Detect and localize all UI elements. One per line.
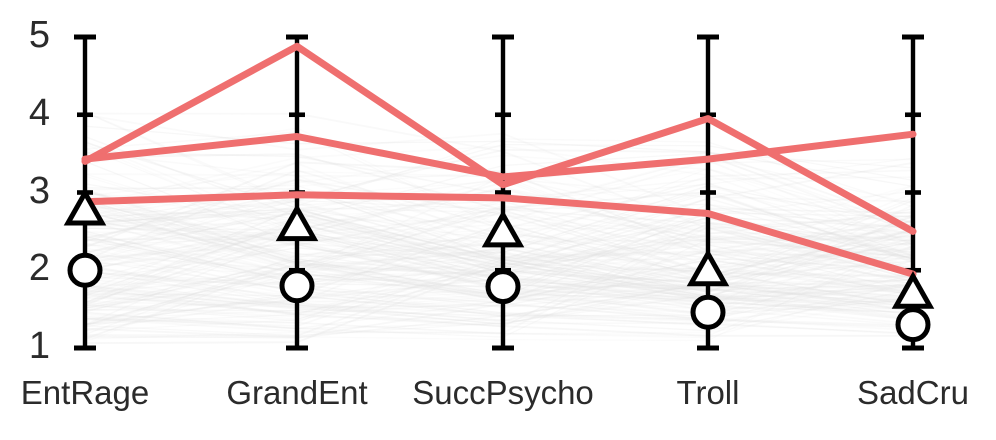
highlight-line-1 <box>81 42 917 235</box>
circle-marker <box>485 269 521 305</box>
triangle-marker <box>275 203 319 242</box>
circle-marker <box>67 252 103 288</box>
triangle-marker <box>481 209 525 248</box>
highlight-series-lines <box>81 42 917 278</box>
x-axis-category-label-grandent: GrandEnt <box>226 374 368 411</box>
circle-marker <box>690 294 726 330</box>
triangle-marker <box>63 187 107 226</box>
marker-layer <box>63 187 935 343</box>
y-axis-tick-label: 5 <box>28 14 50 56</box>
circle-marker <box>895 307 931 343</box>
y-axis-tick-label: 1 <box>28 325 50 367</box>
y-axis-tick-label: 3 <box>28 169 50 212</box>
highlight-line-2 <box>81 130 917 181</box>
triangle-marker <box>891 271 935 309</box>
triangle-marker <box>686 248 730 287</box>
x-axis-category-label-sadcru: SadCru <box>857 374 969 411</box>
circle-marker <box>279 268 315 304</box>
x-axis-category-label-entrage: EntRage <box>20 374 150 411</box>
x-axis-category-label-troll: Troll <box>676 374 740 411</box>
x-axis-category-label-succpsycho: SuccPsycho <box>412 374 594 411</box>
y-axis-tick-label: 4 <box>28 91 50 134</box>
highlight-line-3 <box>81 191 917 278</box>
y-axis-tick-label: 2 <box>28 247 50 290</box>
